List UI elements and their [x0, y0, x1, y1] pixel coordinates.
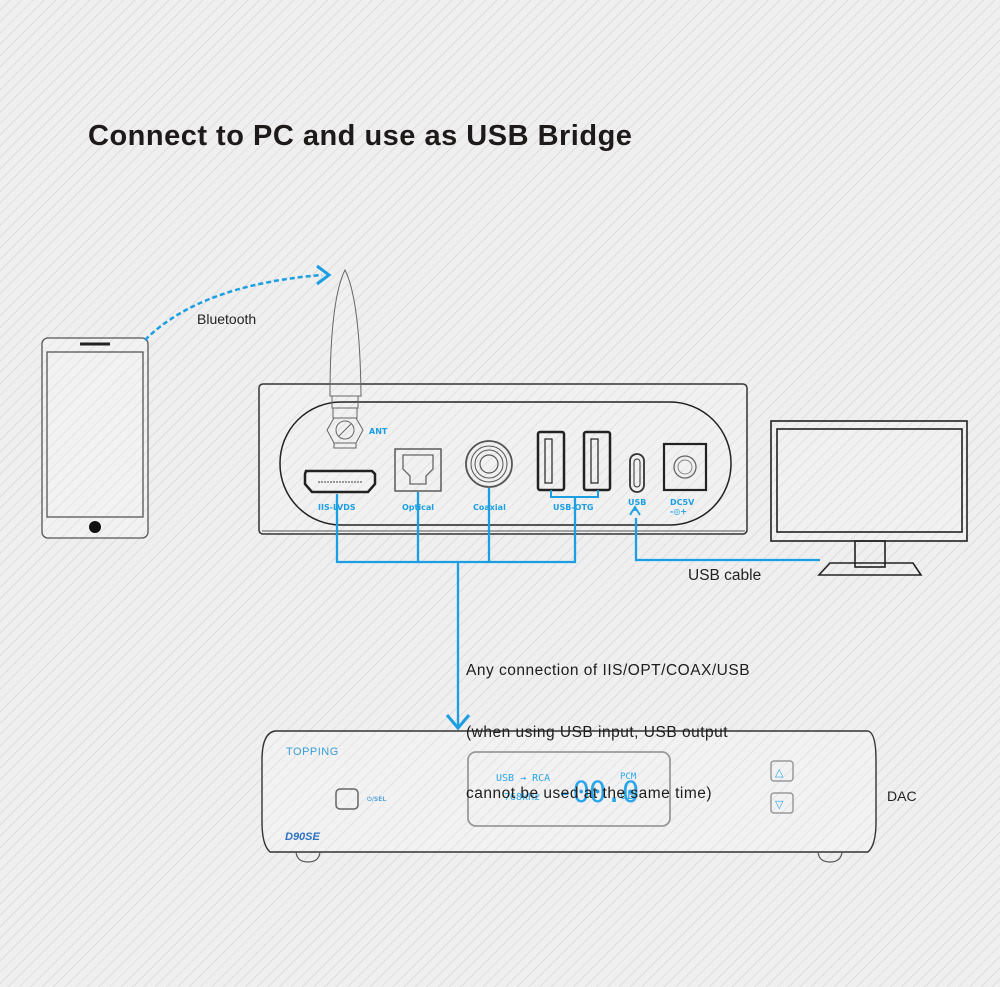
usb-otg-label: USB-OTG	[553, 503, 594, 512]
bluetooth-label: Bluetooth	[197, 311, 257, 327]
dc-power-port	[662, 442, 708, 492]
pc-monitor	[770, 420, 968, 576]
usb-c-port	[629, 453, 645, 493]
connection-note-line: cannot be used at the same time)	[466, 785, 713, 802]
connection-note: Any connection of IIS/OPT/COAX/USB (when…	[466, 620, 750, 825]
smartphone	[41, 337, 149, 539]
phone-screen	[46, 351, 144, 518]
usb-symbol-icon	[629, 505, 641, 516]
display-unit: dB	[620, 788, 634, 802]
phone-home-button	[89, 521, 101, 533]
ant-label: ANT	[369, 427, 388, 436]
power-select-label: ⏻/SEL	[367, 796, 386, 803]
triangle-up-icon: △	[775, 767, 784, 779]
dac-label: DAC	[887, 788, 917, 804]
bridge-device: ANT IIS-LVDS Optical Coaxial USB-OTG	[258, 268, 748, 535]
antenna	[326, 268, 364, 449]
dc5v-label: DC5V	[670, 498, 695, 507]
dc-polarity-icon: -◎+	[670, 507, 687, 516]
arrow-right-icon	[316, 264, 332, 286]
dac-foot-right	[817, 851, 843, 863]
dac-foot-left	[295, 851, 321, 863]
dac-device: TOPPING D90SE ⏻/SEL USB → RCA 768kHz -00…	[261, 730, 877, 863]
dac-brand-logo: TOPPING	[286, 746, 339, 758]
display-volume: -00.0	[556, 775, 638, 809]
volume-down-button[interactable]	[770, 792, 794, 814]
power-select-button[interactable]	[335, 788, 359, 810]
dac-display	[467, 751, 671, 827]
rear-panel-oval	[279, 401, 732, 526]
display-rate: 768kHz	[504, 792, 540, 803]
volume-up-button[interactable]	[770, 760, 794, 782]
display-format: PCM	[620, 772, 637, 782]
usb-label: USB	[628, 498, 646, 507]
display-route: USB → RCA	[496, 773, 550, 784]
connection-wires	[335, 488, 820, 731]
usb-cable-label: USB cable	[688, 567, 762, 584]
dac-model-label: D90SE	[285, 831, 321, 843]
triangle-down-icon: ▽	[775, 799, 784, 811]
optical-port	[394, 448, 442, 492]
connection-note-line: (when using USB input, USB output	[466, 723, 729, 741]
bluetooth-link	[144, 264, 332, 341]
arrow-down-icon	[445, 714, 471, 731]
connection-note-line: Any connection of IIS/OPT/COAX/USB	[466, 662, 751, 679]
page-title: Connect to PC and use as USB Bridge	[88, 120, 633, 152]
coaxial-port	[465, 440, 513, 488]
usb-cable-line	[634, 518, 820, 562]
